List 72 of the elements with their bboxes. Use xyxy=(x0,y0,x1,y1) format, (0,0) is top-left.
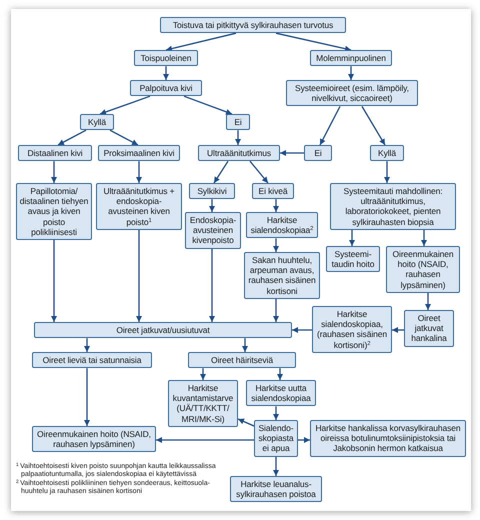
process-box: Oireet lieviä tai satunnaisia xyxy=(32,352,152,368)
arrow xyxy=(280,150,304,156)
process-box: Oireet jatkuvat/uusiutuvat xyxy=(34,322,292,338)
arrow xyxy=(51,161,57,183)
process-box: Oireet jatkuvat hankalina xyxy=(404,310,454,347)
arrow xyxy=(58,130,86,146)
arrow xyxy=(84,368,90,426)
arrow xyxy=(349,230,355,246)
arrow xyxy=(250,160,268,184)
start-box: Toistuva tai pitkittyvä sylkirauhasen turvotus xyxy=(160,17,346,34)
arrow xyxy=(166,32,236,52)
process-box: Harkitse leuanalus-sylkirauhasen poistoa xyxy=(230,476,322,502)
choice-box: Kyllä xyxy=(370,145,404,162)
process-box: Papillotomia/ distaalinen tiehyen avaus ja kiven poisto polikliinisesti xyxy=(16,183,92,240)
arrow xyxy=(361,106,386,146)
process-box: Systeemitauti mahdollinen: ultraäänitutkimus, laboratoriokokeet, pienten sylkirauhasten biopsia xyxy=(330,183,456,230)
arrow xyxy=(200,368,206,380)
arrow xyxy=(235,130,241,145)
process-box: Molemminpuolinen xyxy=(310,50,392,66)
arrow xyxy=(84,338,90,352)
process-box: Sakan huuhtelu, arpeuman avaus, rauhasen sisäinen kortisoni xyxy=(244,252,320,299)
process-box: Ultraäänitutkimus + endoskopia-avusteinen kiven poisto$^{1}$ xyxy=(96,183,182,230)
arrow xyxy=(421,230,427,246)
arrow xyxy=(156,437,254,443)
arrow xyxy=(213,160,229,184)
arrow xyxy=(100,96,150,115)
arrow xyxy=(110,130,138,146)
arrow xyxy=(298,437,310,443)
arrow xyxy=(51,240,57,322)
arrow xyxy=(292,327,312,333)
process-box: Proksimaalinen kivi xyxy=(98,145,180,162)
choice-box: Kyllä xyxy=(80,114,114,130)
arrow xyxy=(273,456,279,476)
process-box: Oireet häiritseviä xyxy=(188,352,296,368)
process-box: Ultraäänitutkimus xyxy=(198,145,280,162)
arrow xyxy=(392,327,404,333)
process-box: Oireenmukainen hoito (NSAID, rauhasen lypsäminen) xyxy=(32,426,156,452)
arrow xyxy=(384,161,390,183)
arrow xyxy=(136,161,142,183)
process-box: Toispuoleinen xyxy=(134,50,198,66)
process-box: Palpoituva kivi xyxy=(130,80,202,96)
process-box: Systeemioireet (esim. lämpöily, nivelkivut, siccaoireet) xyxy=(286,80,418,106)
arrow xyxy=(209,248,215,322)
process-box: Oireenmukainen hoito (NSAID, rauhasen lypsäminen) xyxy=(386,246,460,293)
process-box: Ei kiveä xyxy=(252,183,294,200)
arrow xyxy=(136,230,142,322)
arrow xyxy=(319,106,341,146)
process-box: Sialendo-skopiasta ei apua xyxy=(254,420,298,457)
arrow xyxy=(276,32,352,52)
choice-box: Ei xyxy=(304,145,332,162)
process-box: Harkitse uutta sialendoskopiaa xyxy=(246,380,316,406)
process-box: Systeemi-taudin hoito xyxy=(326,246,380,272)
process-box: Endoskopia-avusteinen kivenpoisto xyxy=(185,212,241,249)
process-box: Sylkikivi xyxy=(189,183,235,200)
arrow xyxy=(273,238,279,252)
process-box: Distaalinen kivi xyxy=(18,145,92,162)
arrow xyxy=(273,298,279,322)
arrow xyxy=(273,199,279,212)
arrow xyxy=(273,406,279,420)
arrow xyxy=(242,338,248,352)
process-box: Harkitse kuvantamistarve (UÄ/TT/KKTT/ MRI/MK-Si) xyxy=(168,380,238,427)
arrow xyxy=(238,418,254,427)
arrow xyxy=(163,66,169,80)
arrow xyxy=(277,368,283,380)
choice-box: Ei xyxy=(226,114,250,130)
process-box: Harkitse hankalissa korvasylkirauhasen oireissa botulinumtoksiinipistoksia tai Jakobsonin hermon katkaisua xyxy=(310,420,466,457)
process-box: Harkitse sialendoskopiaa, (rauhasen sisäinen kortisoni)$^{2}$ xyxy=(312,306,392,353)
arrow xyxy=(184,96,232,115)
arrow xyxy=(209,199,215,212)
process-box: Harkitse sialendoskopiaa$^{2}$ xyxy=(246,212,318,238)
arrow xyxy=(425,292,431,310)
arrow xyxy=(348,66,354,80)
